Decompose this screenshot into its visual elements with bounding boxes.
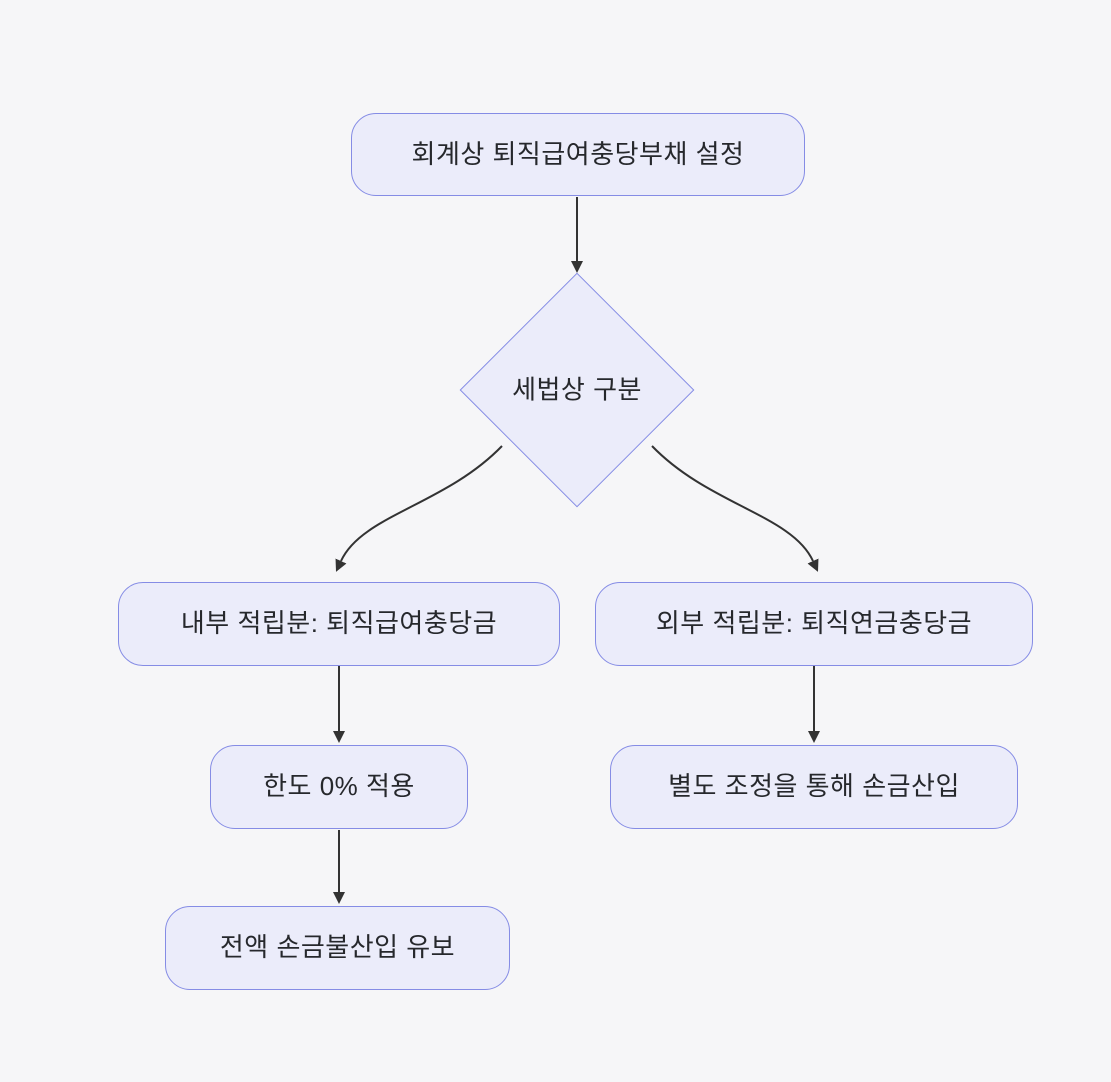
node-adjust-label: 별도 조정을 통해 손금산입 — [668, 771, 960, 802]
node-decision: 세법상 구분 — [459, 272, 695, 508]
node-adjust: 별도 조정을 통해 손금산입 — [610, 745, 1018, 829]
node-start: 회계상 퇴직급여충당부채 설정 — [351, 113, 805, 196]
node-reserve: 전액 손금불산입 유보 — [165, 906, 510, 990]
node-decision-label: 세법상 구분 — [512, 374, 642, 405]
node-external-label: 외부 적립분: 퇴직연금충당금 — [655, 608, 973, 639]
edge-decision-to-internal — [335, 445, 503, 572]
node-external: 외부 적립분: 퇴직연금충당금 — [595, 582, 1033, 666]
edge-decision-to-external — [651, 445, 819, 572]
node-reserve-label: 전액 손금불산입 유보 — [219, 932, 456, 963]
node-limit-label: 한도 0% 적용 — [263, 771, 415, 802]
node-internal-label: 내부 적립분: 퇴직급여충당금 — [180, 608, 498, 639]
node-limit: 한도 0% 적용 — [210, 745, 468, 829]
node-internal: 내부 적립분: 퇴직급여충당금 — [118, 582, 560, 666]
node-start-label: 회계상 퇴직급여충당부채 설정 — [411, 138, 745, 169]
